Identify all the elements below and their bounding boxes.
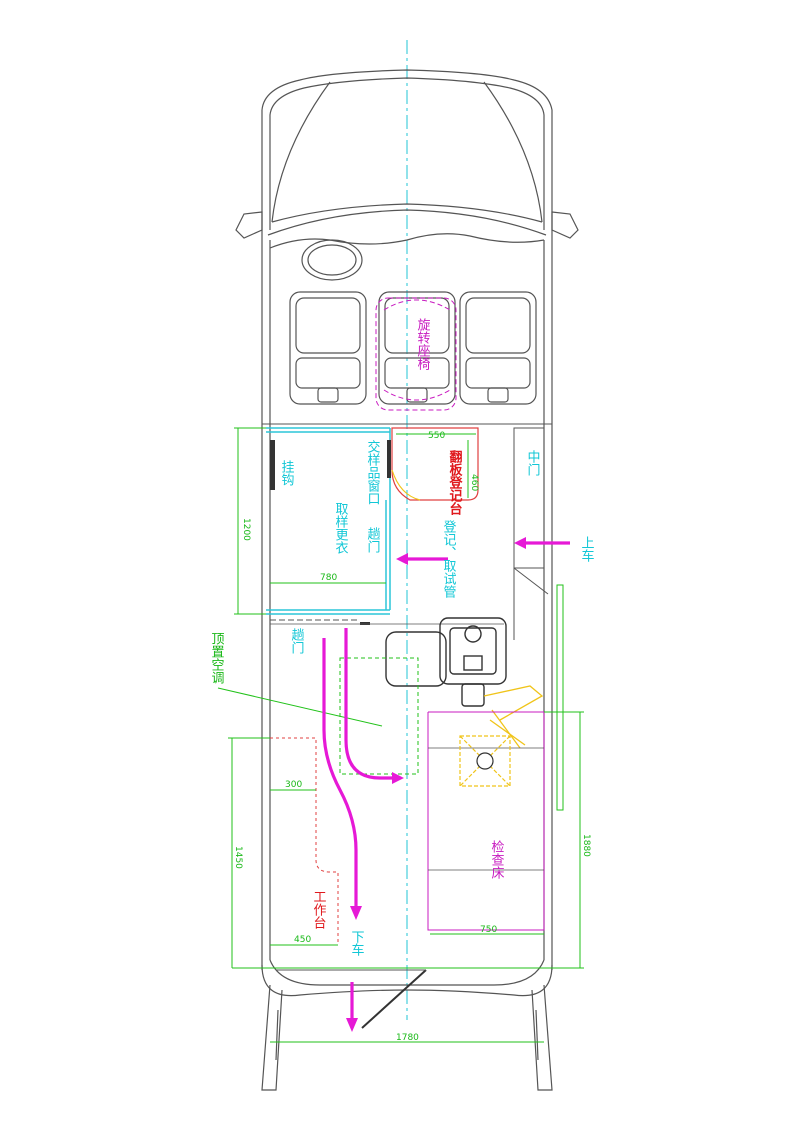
- seat-icon: [459, 291, 537, 405]
- dim-300: 300: [285, 780, 302, 790]
- arrow-head-path: [350, 906, 362, 920]
- arrow-head-registration: [396, 553, 408, 565]
- roof-ac-outline: [339, 657, 419, 775]
- dim-1880: 1880: [581, 834, 591, 857]
- van-body-outline: [235, 69, 579, 1091]
- dim-450: 450: [294, 935, 311, 945]
- dim-1200: 1200: [241, 518, 251, 541]
- arrow-head-board: [514, 537, 526, 549]
- roof-ac-label: 顶置空调: [209, 632, 225, 684]
- workbench-label: 工作台: [311, 890, 327, 929]
- sliding-door-1-label: 趟门: [365, 527, 381, 553]
- exam-bed-label: 检查床: [489, 840, 505, 879]
- fold-desk: [391, 427, 479, 501]
- swivel-seat-label: 旋转座椅: [415, 318, 431, 370]
- dim-1780: 1780: [396, 1033, 419, 1043]
- middle-door-label: 中门: [525, 450, 540, 476]
- fold-desk-label: 翻板登记台: [447, 449, 464, 516]
- board-label: 上车: [579, 536, 595, 562]
- arrow-head-corridor: [392, 772, 404, 784]
- sliding-door-2-label: 趟门: [289, 628, 305, 654]
- dimension-lines: [228, 427, 584, 1043]
- x-ray-machine-icon: [385, 617, 507, 707]
- registration-label: 登记、取试管: [441, 520, 457, 599]
- exam-bed-region: [427, 712, 545, 931]
- sample-changing-label: 取样更衣: [333, 502, 349, 554]
- rotary-swivel-chair-icon: [375, 297, 457, 411]
- wall-hook-label: 挂钩: [279, 460, 295, 486]
- roof-ac-leader: [217, 687, 383, 727]
- detector-panel: [459, 735, 511, 787]
- dim-460: 460: [469, 474, 479, 491]
- rear-door-swing: [361, 969, 427, 1029]
- door-rail: [556, 584, 564, 811]
- alight-label: 下车: [349, 930, 365, 956]
- dim-550: 550: [428, 431, 445, 441]
- dim-1450: 1450: [233, 846, 243, 869]
- wall-hook-bar: [270, 440, 275, 490]
- sample-window-label: 交样品窗口: [365, 439, 381, 505]
- arrow-icon: [322, 541, 570, 1024]
- door-handle: [360, 622, 370, 625]
- arrow-head-exit: [346, 1018, 358, 1032]
- x-ray-arm: [483, 685, 544, 749]
- dim-780: 780: [320, 573, 337, 583]
- dim-750: 750: [480, 925, 497, 935]
- sample-window-frame: [387, 440, 391, 478]
- seat-icon: [289, 291, 367, 405]
- middle-door: [513, 427, 549, 640]
- workbench-outline: [270, 737, 339, 946]
